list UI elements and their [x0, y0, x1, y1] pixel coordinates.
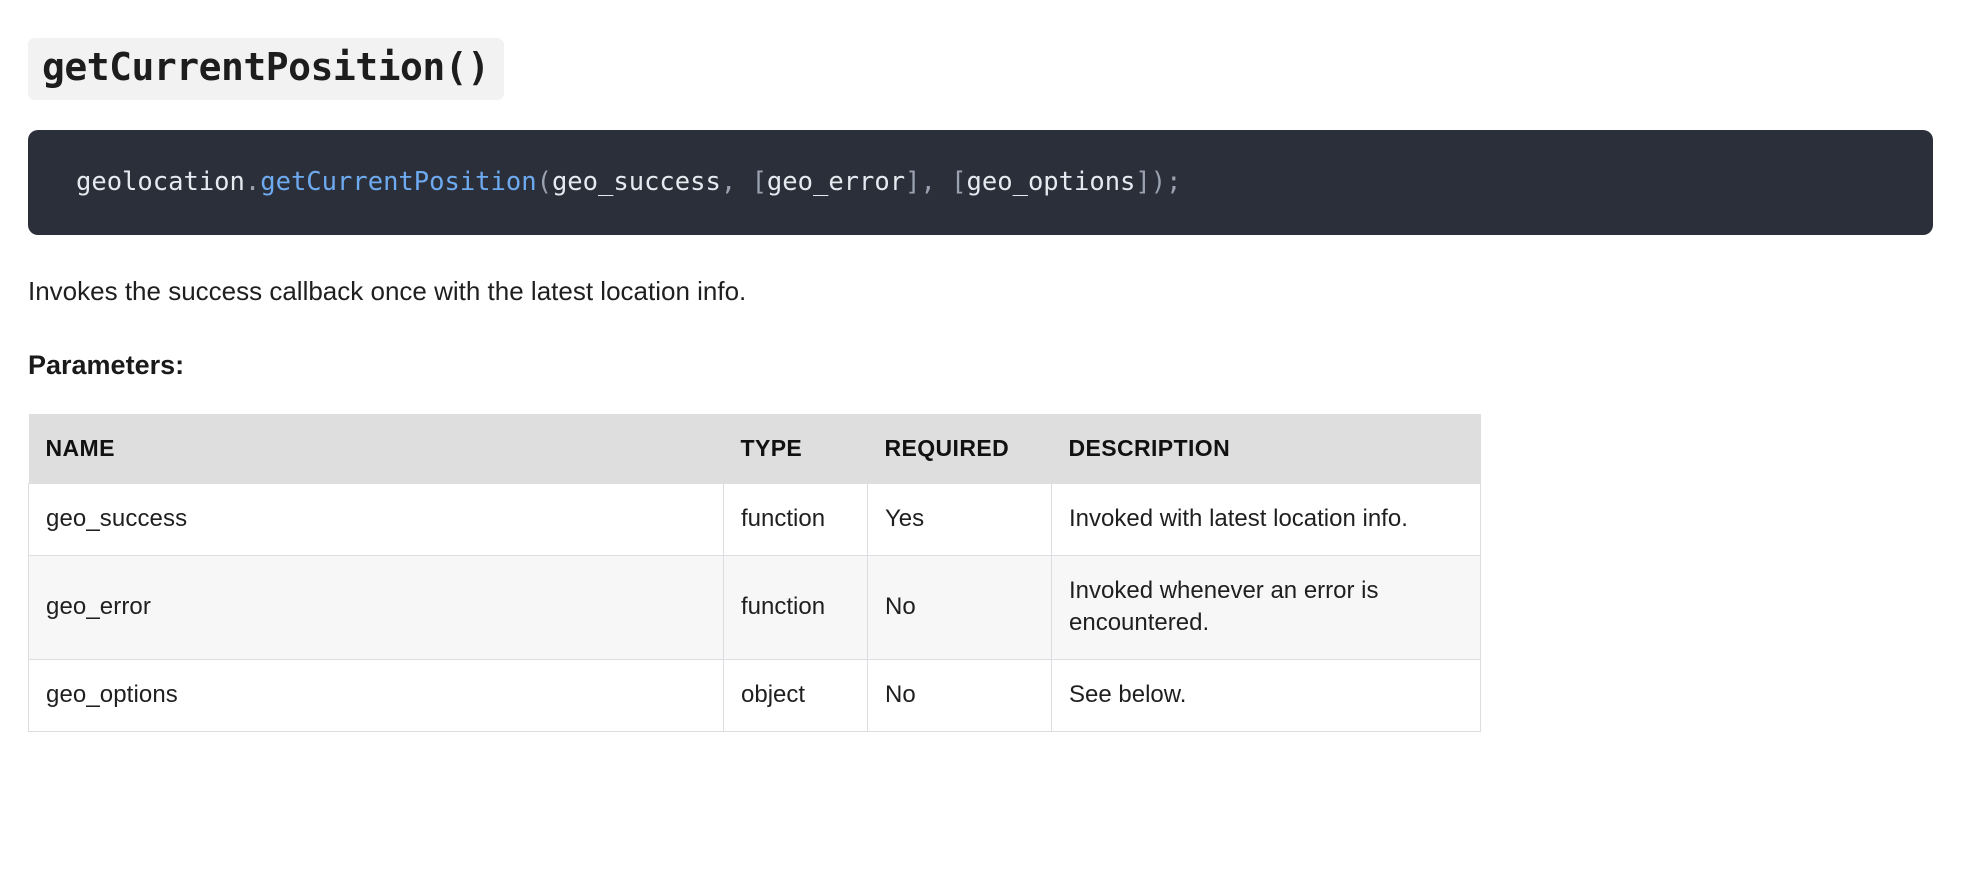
cell-param-required: No: [867, 659, 1052, 732]
cell-param-required: Yes: [867, 483, 1052, 556]
code-line: geolocation.getCurrentPosition(geo_succe…: [28, 166, 1933, 199]
column-header-description: DESCRIPTION: [1051, 414, 1481, 484]
code-token-comma-1: ,: [720, 166, 752, 197]
column-header-name: NAME: [28, 414, 724, 484]
table-body: geo_success function Yes Invoked with la…: [28, 483, 1481, 732]
code-token-close-bracket-2: ]: [1135, 166, 1151, 197]
code-token-object: geolocation: [76, 166, 245, 197]
cell-param-type: object: [723, 659, 868, 732]
cell-param-required: No: [867, 554, 1052, 661]
code-token-arg-geo-success: geo_success: [551, 166, 721, 197]
code-token-close-paren: ): [1150, 166, 1167, 197]
code-token-open-bracket-2: [: [951, 166, 967, 197]
cell-param-name: geo_error: [28, 554, 724, 661]
code-token-open-paren: (: [536, 166, 552, 197]
table-row: geo_error function No Invoked whenever a…: [28, 554, 1481, 661]
cell-param-name: geo_options: [28, 659, 724, 732]
page-title: getCurrentPosition(): [28, 38, 504, 100]
code-block: geolocation.getCurrentPosition(geo_succe…: [28, 129, 1933, 236]
cell-param-name: geo_success: [28, 483, 724, 556]
table-header-row: NAME TYPE REQUIRED DESCRIPTION: [28, 414, 1481, 484]
code-token-arg-geo-options: geo_options: [966, 166, 1136, 197]
code-token-comma-2: ,: [920, 166, 952, 197]
parameters-heading: Parameters:: [28, 350, 185, 381]
cell-param-description: Invoked whenever an error is encountered…: [1051, 554, 1481, 661]
table-row: geo_options object No See below.: [28, 659, 1481, 732]
code-token-close-bracket-1: ]: [905, 166, 921, 197]
cell-param-description: See below.: [1051, 659, 1481, 732]
table-row: geo_success function Yes Invoked with la…: [28, 483, 1481, 556]
table-header: NAME TYPE REQUIRED DESCRIPTION: [28, 414, 1481, 484]
code-token-dot: .: [244, 166, 261, 197]
code-token-semicolon: ;: [1166, 166, 1182, 197]
cell-param-type: function: [723, 483, 868, 556]
column-header-type: TYPE: [723, 414, 868, 484]
column-header-required: REQUIRED: [867, 414, 1052, 484]
description-paragraph: Invokes the success callback once with t…: [28, 276, 747, 307]
code-token-open-bracket-1: [: [751, 166, 767, 197]
code-token-arg-geo-error: geo_error: [766, 166, 906, 197]
code-token-method: getCurrentPosition: [260, 166, 537, 197]
parameters-table-container: NAME TYPE REQUIRED DESCRIPTION geo_succe…: [28, 381, 1952, 732]
heading-container: getCurrentPosition(): [28, 0, 1952, 100]
parameters-table: NAME TYPE REQUIRED DESCRIPTION geo_succe…: [28, 414, 1481, 732]
cell-param-description: Invoked with latest location info.: [1051, 483, 1481, 556]
cell-param-type: function: [723, 554, 868, 661]
